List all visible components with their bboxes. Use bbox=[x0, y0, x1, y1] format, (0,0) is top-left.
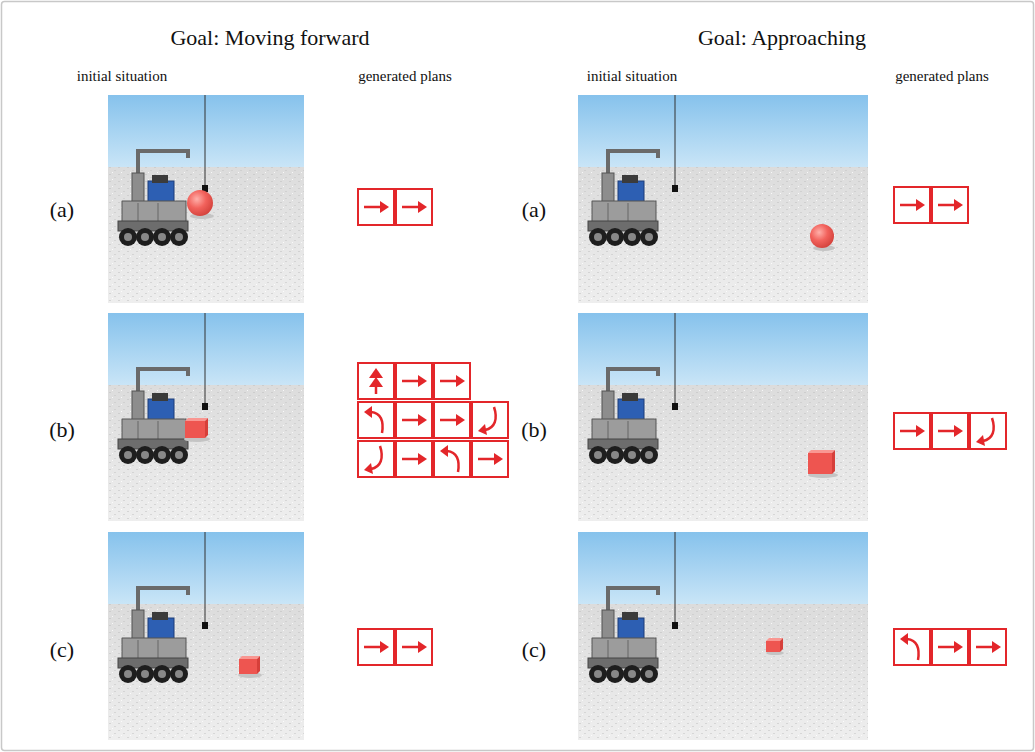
illustration-part bbox=[808, 453, 832, 474]
plan-sequence bbox=[894, 413, 1006, 449]
plan-sequence bbox=[894, 187, 968, 223]
illustration-part bbox=[257, 656, 260, 674]
illustration-part bbox=[832, 450, 835, 474]
scene-image bbox=[108, 532, 304, 740]
action-forward bbox=[894, 187, 930, 223]
scene-image bbox=[108, 313, 304, 521]
action-forward bbox=[358, 629, 394, 665]
column-heading: generated plans bbox=[895, 68, 989, 85]
plan-sequence bbox=[358, 402, 508, 438]
red-sphere bbox=[810, 224, 834, 248]
illustration-part bbox=[239, 659, 257, 674]
plan-sequence bbox=[894, 629, 1006, 665]
illustration-part bbox=[578, 95, 868, 167]
action-turn-right bbox=[358, 441, 394, 477]
illustration-part bbox=[185, 421, 205, 438]
robot bbox=[118, 532, 208, 683]
robot bbox=[118, 95, 208, 246]
panel-heading: Goal: Moving forward bbox=[170, 25, 369, 50]
action-forward bbox=[894, 413, 930, 449]
action-forward bbox=[396, 189, 432, 225]
action-forward bbox=[970, 629, 1006, 665]
robot bbox=[588, 313, 678, 464]
red-cube bbox=[808, 450, 835, 474]
action-turn-left bbox=[434, 441, 470, 477]
action-fast-forward bbox=[358, 363, 394, 399]
plan-sequence bbox=[358, 629, 432, 665]
action-forward bbox=[932, 629, 968, 665]
illustration-part bbox=[205, 418, 208, 438]
action-turn-right bbox=[472, 402, 508, 438]
column-heading: initial situation bbox=[77, 68, 167, 85]
action-forward bbox=[932, 187, 968, 223]
action-forward bbox=[434, 402, 470, 438]
red-cube bbox=[185, 418, 208, 438]
scene-image bbox=[578, 95, 868, 303]
plan-sequence bbox=[358, 441, 508, 477]
action-forward bbox=[358, 189, 394, 225]
action-forward bbox=[396, 629, 432, 665]
action-forward bbox=[396, 363, 432, 399]
scene-image bbox=[578, 532, 868, 740]
action-forward bbox=[396, 441, 432, 477]
panel-heading: Goal: Approaching bbox=[698, 25, 866, 50]
illustration-part bbox=[239, 656, 260, 659]
row-label: (b) bbox=[521, 417, 547, 442]
row-label: (a) bbox=[522, 197, 546, 222]
plan-sequence bbox=[358, 363, 470, 399]
action-forward bbox=[396, 402, 432, 438]
illustration-part bbox=[780, 638, 783, 652]
illustration-part bbox=[578, 532, 868, 604]
robot bbox=[588, 532, 678, 683]
red-sphere bbox=[187, 190, 213, 216]
illustration-part bbox=[578, 313, 868, 385]
illustration-part bbox=[808, 450, 835, 453]
row-label: (b) bbox=[49, 417, 75, 442]
row-label: (a) bbox=[50, 197, 74, 222]
robot bbox=[588, 95, 678, 246]
action-forward bbox=[434, 363, 470, 399]
illustration-part bbox=[766, 641, 780, 652]
scene-image bbox=[108, 95, 304, 303]
action-turn-left bbox=[894, 629, 930, 665]
scene-image bbox=[578, 313, 868, 521]
row-label: (c) bbox=[50, 637, 74, 662]
red-cube bbox=[766, 638, 783, 652]
column-heading: generated plans bbox=[358, 68, 452, 85]
action-forward bbox=[932, 413, 968, 449]
action-turn-right bbox=[970, 413, 1006, 449]
row-label: (c) bbox=[522, 637, 546, 662]
column-heading: initial situation bbox=[587, 68, 677, 85]
plan-sequence bbox=[358, 189, 432, 225]
red-cube bbox=[239, 656, 260, 674]
illustration-part bbox=[185, 418, 208, 421]
action-turn-left bbox=[358, 402, 394, 438]
action-forward bbox=[472, 441, 508, 477]
